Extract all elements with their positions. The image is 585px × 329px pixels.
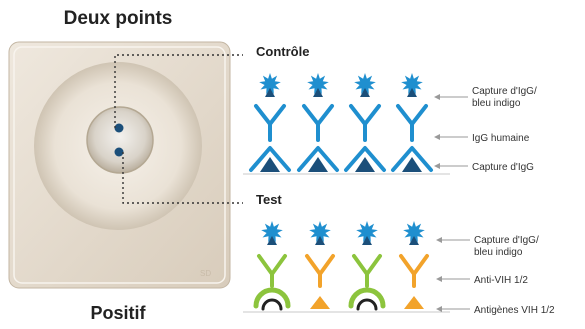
hiv-antigen-arc-icon <box>358 300 376 309</box>
control-complex <box>251 73 289 172</box>
human-igg-antibody-icon <box>256 106 284 140</box>
hiv-antigen-triangle-icon <box>404 296 424 309</box>
svg-text:Capture d'IgG: Capture d'IgG <box>472 162 534 173</box>
capture-igg-triangle-icon <box>260 157 280 172</box>
control-label-human-igg: IgG humaine <box>434 133 530 144</box>
human-igg-antibody-icon <box>304 106 332 140</box>
human-igg-antibody-icon <box>398 106 426 140</box>
capture-igg-triangle-icon <box>402 157 422 172</box>
anti-hiv-antibody-icon <box>354 256 380 286</box>
test-label-capture-indigo: Capture d'IgG/bleu indigo <box>436 235 539 258</box>
hiv-antigen-arc-icon <box>263 300 281 309</box>
control-label-capture-igg: Capture d'IgG <box>434 162 534 173</box>
control-heading: Contrôle <box>256 44 309 59</box>
test-label-anti-hiv: Anti-VIH 1/2 <box>436 275 528 286</box>
svg-text:IgG humaine: IgG humaine <box>472 133 530 144</box>
reaction-well <box>87 107 153 173</box>
control-complex <box>299 73 337 172</box>
anti-hiv-antibody-icon <box>259 256 285 286</box>
test-complex <box>307 221 333 309</box>
test-device: SD <box>9 42 230 288</box>
control-line-group <box>251 73 431 172</box>
test-complex <box>351 221 383 309</box>
svg-text:Capture d'IgG/bleu indigo: Capture d'IgG/bleu indigo <box>474 235 539 258</box>
svg-text:Capture d'IgG/bleu indigo: Capture d'IgG/bleu indigo <box>472 86 537 109</box>
hiv-antigen-arc-green-icon <box>351 290 383 306</box>
diagram-title: Deux points <box>64 8 173 29</box>
anti-hiv-antibody-icon <box>401 256 427 286</box>
device-logo: SD <box>200 269 211 278</box>
human-igg-antibody-icon <box>351 106 379 140</box>
test-dot <box>115 148 124 157</box>
control-complex <box>346 73 384 172</box>
test-complex <box>256 221 288 309</box>
result-label: Positif <box>90 303 146 323</box>
hiv-antigen-triangle-icon <box>310 296 330 309</box>
capture-igg-triangle-icon <box>308 157 328 172</box>
test-heading: Test <box>256 192 282 207</box>
anti-hiv-antibody-icon <box>307 256 333 286</box>
test-complex <box>401 221 427 309</box>
svg-text:Antigènes VIH 1/2: Antigènes VIH 1/2 <box>474 305 555 316</box>
capture-igg-triangle-icon <box>355 157 375 172</box>
test-label-hiv-antigens: Antigènes VIH 1/2 <box>436 305 555 316</box>
control-complex <box>393 73 431 172</box>
control-label-capture-indigo: Capture d'IgG/bleu indigo <box>434 86 537 109</box>
svg-text:Anti-VIH 1/2: Anti-VIH 1/2 <box>474 275 528 286</box>
test-line-group <box>256 221 427 309</box>
hiv-antigen-arc-green-icon <box>256 290 288 306</box>
control-dot <box>115 124 124 133</box>
